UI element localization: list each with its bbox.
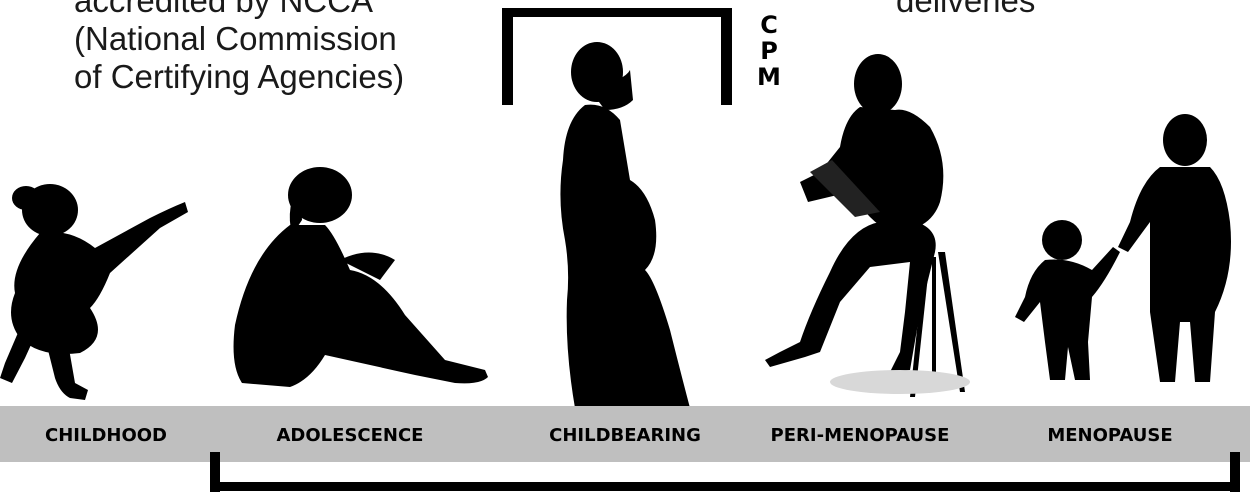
cpm-letter: C: [754, 12, 784, 38]
ncca-caption: accredited by NCCA (National Commission …: [74, 0, 404, 96]
cpm-bracket-top: [502, 8, 732, 17]
caption-line: of Certifying Agencies): [74, 58, 404, 96]
caption-line: accredited by NCCA: [74, 0, 404, 20]
lifespan-bracket-bottom: [210, 482, 1240, 491]
woman-with-laptop-figure: [760, 52, 975, 402]
cpm-bracket-right: [721, 8, 732, 105]
caption-line: deliveries: [896, 0, 1035, 20]
child-running-figure: [0, 178, 195, 406]
deliveries-caption: deliveries: [896, 0, 1035, 20]
stage-childbearing: CHILDBEARING: [505, 406, 745, 462]
teen-sitting-figure: [230, 165, 495, 395]
pregnant-woman-figure: [535, 40, 700, 408]
lifespan-bracket-right: [1230, 452, 1240, 492]
stage-adolescence: ADOLESCENCE: [230, 406, 470, 462]
cpm-bracket-left: [502, 8, 513, 105]
stage-peri-menopause: PERI-MENOPAUSE: [740, 406, 980, 462]
stage-childhood: CHILDHOOD: [0, 406, 212, 462]
grandmother-with-toddler-figure: [1010, 112, 1250, 387]
stage-menopause: MENOPAUSE: [1000, 406, 1220, 462]
caption-line: (National Commission: [74, 20, 404, 58]
